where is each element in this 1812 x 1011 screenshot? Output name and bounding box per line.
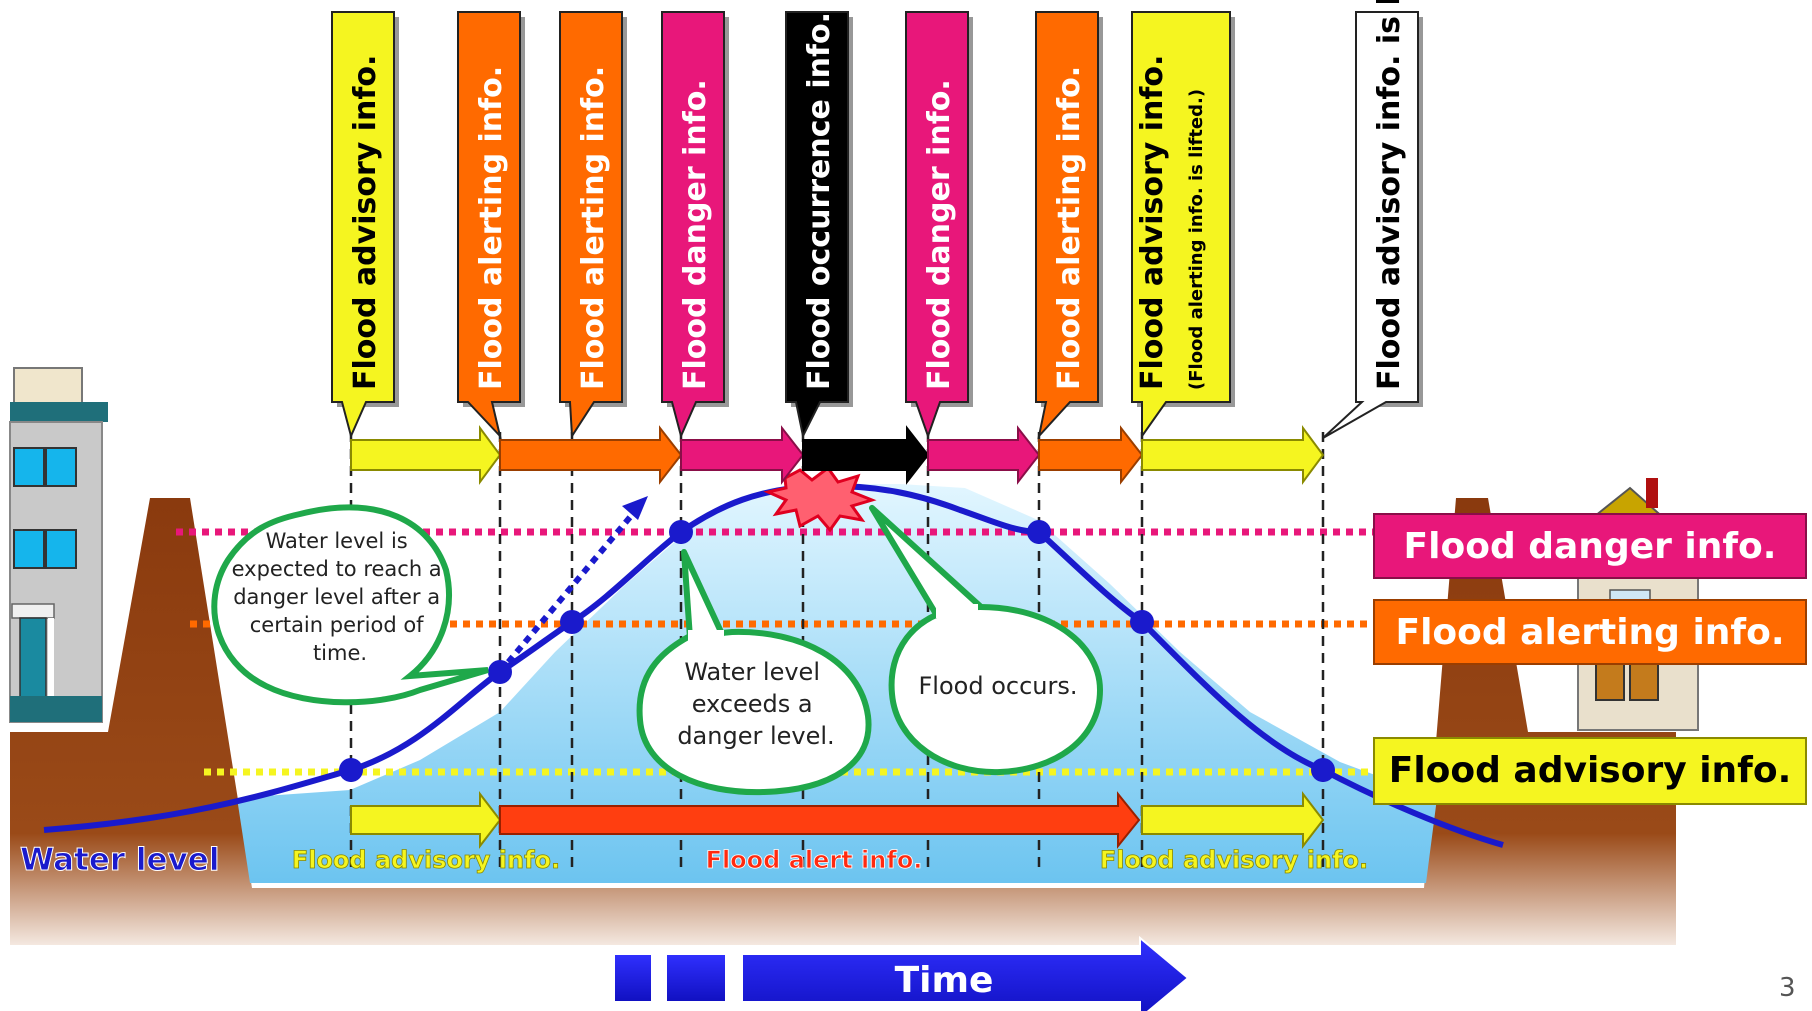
- left-building: [9, 367, 108, 723]
- top-phase-arrows: [350, 424, 1325, 486]
- sign-sublabel: (Flood alerting info. is lifted.): [1186, 89, 1207, 390]
- time-label: Time: [895, 960, 994, 1001]
- top-sign-1: Flood advisory info.: [331, 11, 399, 440]
- top-signs: Flood advisory info. Flood alerting info.…: [331, 0, 1423, 440]
- sign-panel: [1322, 11, 1419, 439]
- sign-panel: [1035, 11, 1099, 440]
- bubble-exceeds: Water level exceeds a danger level.: [636, 549, 872, 796]
- top-sign-5: Flood occurrence info.: [785, 11, 853, 440]
- bottom-label-alert: Flood alert info.: [706, 846, 923, 874]
- top-sign-2: Flood alerting info.: [457, 11, 525, 440]
- top-sign-8: Flood advisory info. (Flood alerting info…: [1131, 11, 1235, 440]
- top-sign-7: Flood alerting info.: [1035, 11, 1103, 440]
- ground-embankment: [10, 498, 1676, 945]
- sign-panel: [785, 11, 849, 440]
- sign-panel: [457, 11, 521, 440]
- page-number: 3: [1779, 973, 1796, 1003]
- level-label-danger: Flood danger info.: [1373, 513, 1807, 579]
- sign-label: Flood occurrence info.: [802, 12, 837, 390]
- sign-label: Flood advisory info.: [348, 55, 383, 390]
- sign-panel: [1131, 11, 1231, 440]
- sign-panel: [661, 11, 725, 440]
- sign-panel: [331, 11, 395, 440]
- bubble-occurs-text: Flood occurs.: [919, 672, 1078, 700]
- time-arrow: Time: [613, 935, 1190, 1011]
- bubble-expected: Water level is expected to reach a dange…: [211, 504, 489, 706]
- sign-label: Flood danger info.: [678, 79, 713, 390]
- top-sign-3: Flood alerting info.: [559, 11, 627, 440]
- sign-label: Flood advisory info.: [1135, 55, 1170, 390]
- level-label-alerting: Flood alerting info.: [1373, 599, 1807, 665]
- projection-arrowhead: [622, 496, 648, 520]
- sign-label: Flood alerting info.: [474, 66, 509, 390]
- sign-label: Flood alerting info.: [576, 66, 611, 390]
- sign-label: Flood danger info.: [922, 79, 957, 390]
- projection-arrow: [497, 508, 639, 674]
- sign-panel: [905, 11, 969, 440]
- top-sign-6: Flood danger info.: [905, 11, 973, 440]
- bottom-phase-arrows: [350, 791, 1325, 849]
- sign-panel: [559, 11, 623, 440]
- level-label-advisory: Flood advisory info.: [1373, 737, 1807, 805]
- level-label-advisory-text: Flood advisory info.: [1389, 750, 1792, 791]
- sign-label: Flood alerting info.: [1052, 66, 1087, 390]
- level-label-danger-text: Flood danger info.: [1404, 526, 1777, 567]
- bubble-exceeds-text: Water level exceeds a danger level.: [677, 658, 834, 750]
- bubble-expected-text: Water level is expected to reach a dange…: [232, 529, 449, 665]
- sign-label: Flood advisory info. is lifted.: [1372, 0, 1407, 390]
- bottom-label-advisory-left: Flood advisory info.: [292, 846, 560, 874]
- top-sign-9: Flood advisory info. is lifted.: [1322, 0, 1423, 439]
- bubble-occurs: Flood occurs.: [869, 505, 1104, 776]
- curve-points: [339, 520, 1335, 782]
- water-level-label: Water level: [20, 842, 219, 878]
- top-sign-4: Flood danger info.: [661, 11, 729, 440]
- level-label-alerting-text: Flood alerting info.: [1395, 612, 1784, 653]
- bottom-label-advisory-right: Flood advisory info.: [1100, 846, 1368, 874]
